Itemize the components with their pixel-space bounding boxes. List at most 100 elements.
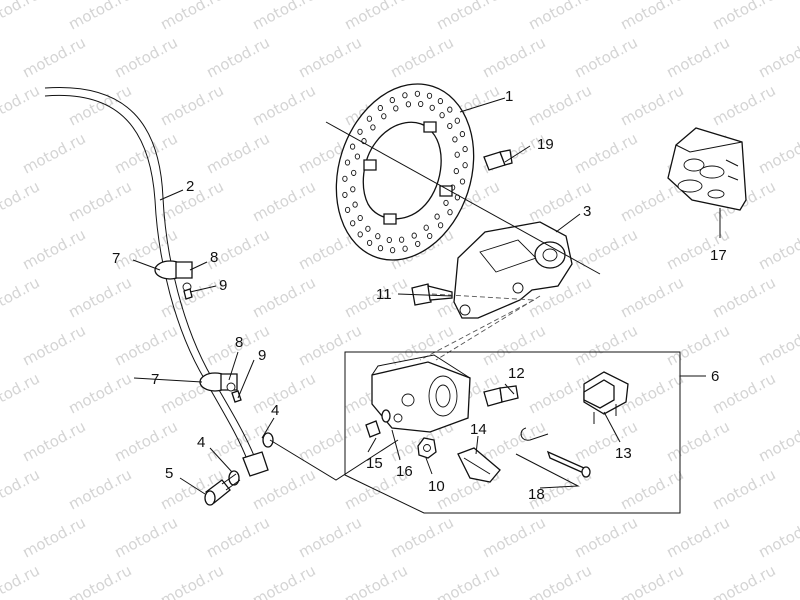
disc-hole: [377, 245, 384, 252]
disc-hole: [427, 232, 433, 240]
banjo-bolt-assembly: [204, 432, 274, 506]
watermark-text: motod.ru: [295, 33, 364, 81]
brake-pad: [457, 447, 501, 483]
disc-hole: [447, 122, 453, 130]
disc-hole: [377, 104, 383, 112]
watermark-text: motod.ru: [617, 273, 686, 321]
callout-5: 5: [165, 465, 173, 482]
watermark-text: motod.ru: [203, 129, 272, 177]
disc-hole: [454, 151, 460, 158]
watermark-text: motod.ru: [203, 513, 272, 561]
watermark-text: motod.ru: [571, 129, 640, 177]
brake-disc: [335, 83, 475, 261]
watermark-text: motod.ru: [0, 465, 43, 513]
callout-14: 14: [470, 421, 487, 438]
disc-hole: [423, 224, 429, 231]
watermark-text: motod.ru: [479, 321, 548, 369]
watermark-text: motod.ru: [387, 33, 456, 81]
watermark-text: motod.ru: [249, 273, 318, 321]
watermark-text: motod.ru: [19, 225, 88, 273]
watermark-text: motod.ru: [19, 129, 88, 177]
watermark-text: motod.ru: [433, 0, 502, 34]
watermark-text: motod.ru: [249, 81, 318, 129]
callout-3: 3: [583, 203, 591, 220]
watermark-text: motod.ru: [755, 129, 800, 177]
watermark-text: motod.ru: [65, 369, 134, 417]
watermark-text: motod.ru: [65, 177, 134, 225]
callout-labels: 1 2 3 4 4 5 6 7 7 8 8 9 9 10 11 12 13 14…: [112, 88, 727, 503]
disc-hole: [447, 209, 453, 216]
disc-hole: [437, 222, 444, 229]
watermark-text: motod.ru: [295, 321, 364, 369]
disc-hole: [386, 236, 392, 244]
watermark-text: motod.ru: [617, 465, 686, 513]
callout-7a: 7: [112, 250, 120, 267]
callout-2: 2: [186, 178, 194, 195]
disc-hole: [344, 206, 351, 213]
watermark-text: motod.ru: [617, 561, 686, 600]
callout-4a: 4: [271, 402, 279, 419]
disc-hole: [366, 115, 373, 122]
disc-hole: [429, 104, 435, 111]
callout-8a: 8: [210, 249, 218, 266]
callout-15: 15: [366, 455, 383, 472]
callout-7b: 7: [151, 371, 159, 388]
watermark-text: motod.ru: [0, 0, 43, 34]
watermark-text: motod.ru: [525, 0, 594, 34]
callout-18: 18: [528, 486, 545, 503]
disc-hole: [352, 201, 358, 208]
disc-hole: [452, 136, 458, 143]
callout-9a: 9: [219, 277, 227, 294]
callout-10: 10: [428, 478, 445, 495]
watermark-text: motod.ru: [111, 321, 180, 369]
watermark-text: motod.ru: [617, 369, 686, 417]
watermark-text: motod.ru: [571, 225, 640, 273]
brake-pads-set: [583, 371, 629, 424]
disc-hole: [459, 131, 466, 138]
watermark-text: motod.ru: [203, 33, 272, 81]
disc-hole: [426, 92, 433, 99]
watermark-text: motod.ru: [19, 513, 88, 561]
disc-hole: [462, 162, 468, 169]
disc-hole: [418, 100, 424, 108]
watermark-text: motod.ru: [525, 561, 594, 600]
watermark-text: motod.ru: [157, 561, 226, 600]
bleed-screw: [365, 409, 391, 438]
disc-hole: [365, 225, 371, 232]
disc-hole: [454, 117, 460, 124]
watermark-text: motod.ru: [617, 81, 686, 129]
watermark-text: motod.ru: [709, 273, 778, 321]
disc-hole: [381, 113, 387, 120]
watermark-text: motod.ru: [341, 0, 410, 34]
disc-hole: [437, 98, 444, 105]
watermark-text: motod.ru: [479, 417, 548, 465]
watermark-text: motod.ru: [387, 513, 456, 561]
watermark-text: motod.ru: [663, 513, 732, 561]
watermark-text: motod.ru: [571, 513, 640, 561]
disc-hole: [447, 106, 453, 113]
watermark-text: motod.ru: [571, 33, 640, 81]
disc-hole: [366, 239, 373, 246]
watermark-text: motod.ru: [111, 33, 180, 81]
watermark-text: motod.ru: [19, 33, 88, 81]
watermark-text: motod.ru: [571, 321, 640, 369]
disc-hole: [357, 214, 363, 222]
disc-hole: [350, 186, 356, 193]
watermark-text: motod.ru: [617, 0, 686, 34]
watermark-text: motod.ru: [663, 321, 732, 369]
caliper-kit-box: [344, 351, 681, 514]
callout-13: 13: [615, 445, 632, 462]
watermark-text: motod.ru: [295, 417, 364, 465]
disc-hole: [398, 236, 405, 243]
watermark-text: motod.ru: [709, 561, 778, 600]
watermark-text: motod.ru: [755, 417, 800, 465]
watermark-text: motod.ru: [249, 369, 318, 417]
watermark-text: motod.ru: [157, 81, 226, 129]
disc-hole: [357, 128, 363, 135]
watermark-text: motod.ru: [0, 81, 43, 129]
explosion-lines: [269, 121, 601, 481]
disc-hole: [443, 199, 449, 206]
disc-hole: [342, 191, 348, 198]
callout-8b: 8: [235, 334, 243, 351]
watermark-text: motod.ru: [65, 273, 134, 321]
